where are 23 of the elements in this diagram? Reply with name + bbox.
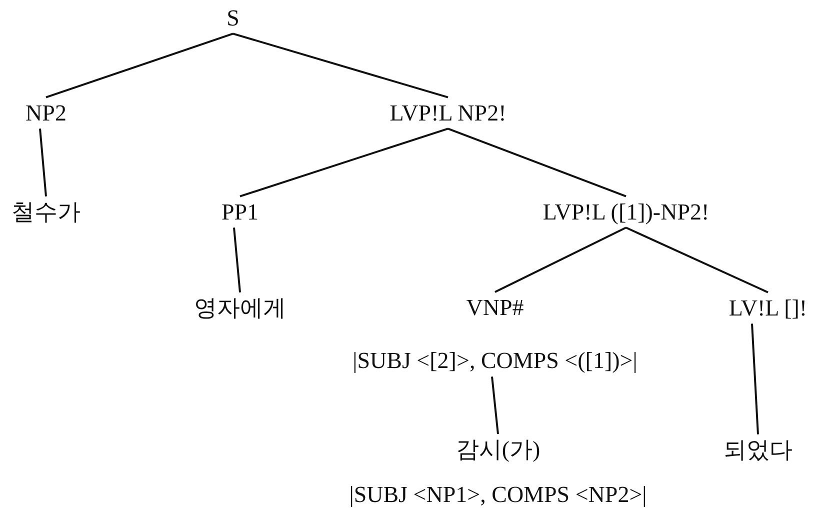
- branch-line: [232, 32, 448, 98]
- node-label: PP1: [221, 199, 259, 225]
- branch-line: [233, 228, 241, 292]
- branch-line: [39, 128, 47, 196]
- node-label: NP2: [26, 100, 66, 126]
- branch-line: [751, 324, 759, 434]
- branch-line: [491, 376, 499, 434]
- node-label: LV!L []!: [728, 295, 808, 321]
- node-label: LVP!L ([1])-NP2!: [542, 199, 710, 225]
- node-label: S: [226, 5, 240, 31]
- feature-list: |SUBJ <NP1>, COMPS <NP2>|: [349, 482, 647, 508]
- node-label: 감시(가): [456, 437, 540, 462]
- feature-list: |SUBJ <[2]>, COMPS <([1])>|: [352, 348, 638, 374]
- branch-line: [448, 128, 626, 198]
- branch-line: [626, 226, 768, 294]
- node-label: 영자에게: [194, 295, 286, 321]
- node-label: 되었다: [724, 437, 792, 463]
- branch-line: [240, 128, 448, 198]
- branch-line: [494, 226, 626, 293]
- node-label: 철수가: [12, 199, 80, 225]
- node-label: LVP!L NP2!: [390, 100, 506, 126]
- node-label: VNP#: [466, 295, 524, 320]
- branch-line: [46, 32, 234, 98]
